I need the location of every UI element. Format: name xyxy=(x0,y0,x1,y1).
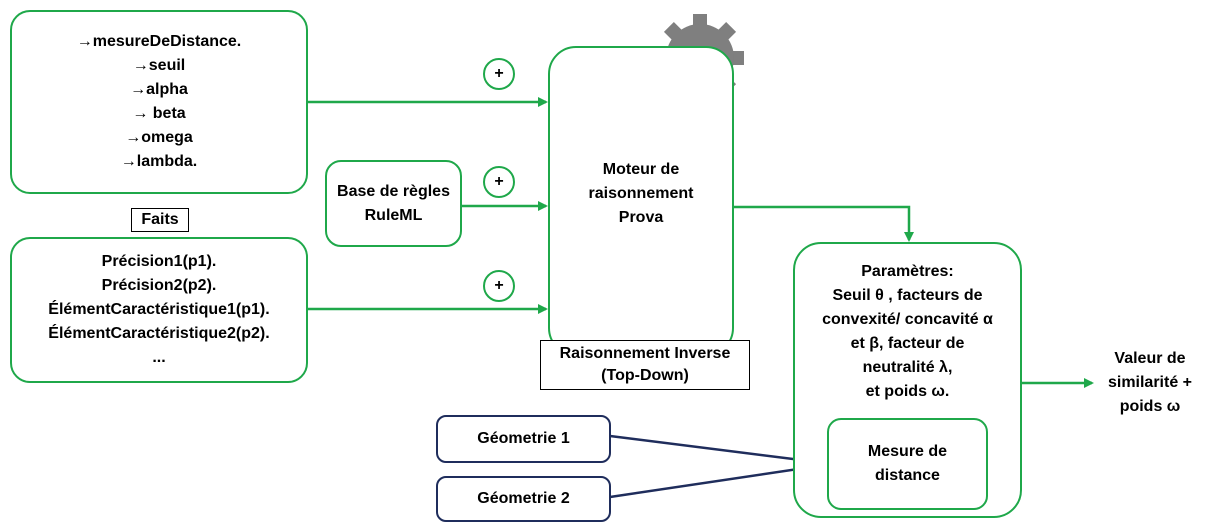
geometry-2-box: Géometrie 2 xyxy=(436,476,611,522)
fact-line: ÉlémentCaractéristique2(p2). xyxy=(48,325,270,342)
parameters-line: neutralité λ, xyxy=(862,359,953,376)
parameters-line: et β, facteur de xyxy=(850,335,965,352)
parameters-declaration-box: →mesureDeDistance. →seuil →alpha → beta … xyxy=(10,10,308,194)
distance-line: distance xyxy=(875,467,940,484)
engine-line: raisonnement xyxy=(588,185,694,202)
param-line: →seuil xyxy=(132,57,186,74)
parameters-line: convexité/ concavité α xyxy=(822,311,993,328)
distance-measure-box: Mesure de distance xyxy=(827,418,988,510)
geometry-2-label: Géometrie 2 xyxy=(477,490,570,507)
reasoning-engine-box: Moteur de raisonnement Prova xyxy=(548,46,734,356)
faits-label-text: Faits xyxy=(141,211,179,228)
output-line: Valeur de xyxy=(1114,350,1186,367)
faits-label: Faits xyxy=(131,208,189,232)
reasoning-mode-label: Raisonnement Inverse (Top-Down) xyxy=(540,340,750,390)
output-line: poids ω xyxy=(1119,398,1181,415)
fact-line: Précision1(p1). xyxy=(101,253,217,270)
facts-box: Précision1(p1). Précision2(p2). ÉlémentC… xyxy=(10,237,308,383)
reasoning-mode-line: (Top-Down) xyxy=(601,367,689,384)
plus-icon: + xyxy=(483,58,515,90)
rules-base-line: RuleML xyxy=(364,206,423,224)
distance-line: Mesure de xyxy=(867,443,948,460)
param-line: →omega xyxy=(125,129,193,146)
parameters-line: Paramètres: xyxy=(861,263,954,280)
param-line: → beta xyxy=(132,105,186,122)
output-label: Valeur de similarité + poids ω xyxy=(1094,347,1206,419)
parameters-line: Seuil θ , facteurs de xyxy=(832,287,983,304)
geometry-1-label: Géometrie 1 xyxy=(477,430,570,447)
fact-line: ... xyxy=(152,349,166,366)
rules-base-box: Base de règles RuleML xyxy=(325,160,462,247)
plus-icon: + xyxy=(483,270,515,302)
parameters-line: et poids ω. xyxy=(865,383,950,400)
fact-line: Précision2(p2). xyxy=(101,277,217,294)
param-line: →alpha xyxy=(130,81,188,98)
output-line: similarité + xyxy=(1107,374,1193,391)
param-line: →mesureDeDistance. xyxy=(76,33,242,50)
geometry-1-box: Géometrie 1 xyxy=(436,415,611,463)
param-line: →lambda. xyxy=(120,153,198,170)
arrow-engine-to-parameters xyxy=(733,205,914,242)
reasoning-mode-line: Raisonnement Inverse xyxy=(559,345,731,362)
arrow-geometry2-to-distance xyxy=(609,460,827,499)
arrow-geometry1-to-distance xyxy=(609,434,827,468)
fact-line: ÉlémentCaractéristique1(p1). xyxy=(48,301,270,318)
engine-line: Moteur de xyxy=(602,161,680,178)
plus-icon: + xyxy=(483,166,515,198)
engine-line: Prova xyxy=(618,209,664,226)
rules-base-line: Base de règles xyxy=(337,182,450,200)
